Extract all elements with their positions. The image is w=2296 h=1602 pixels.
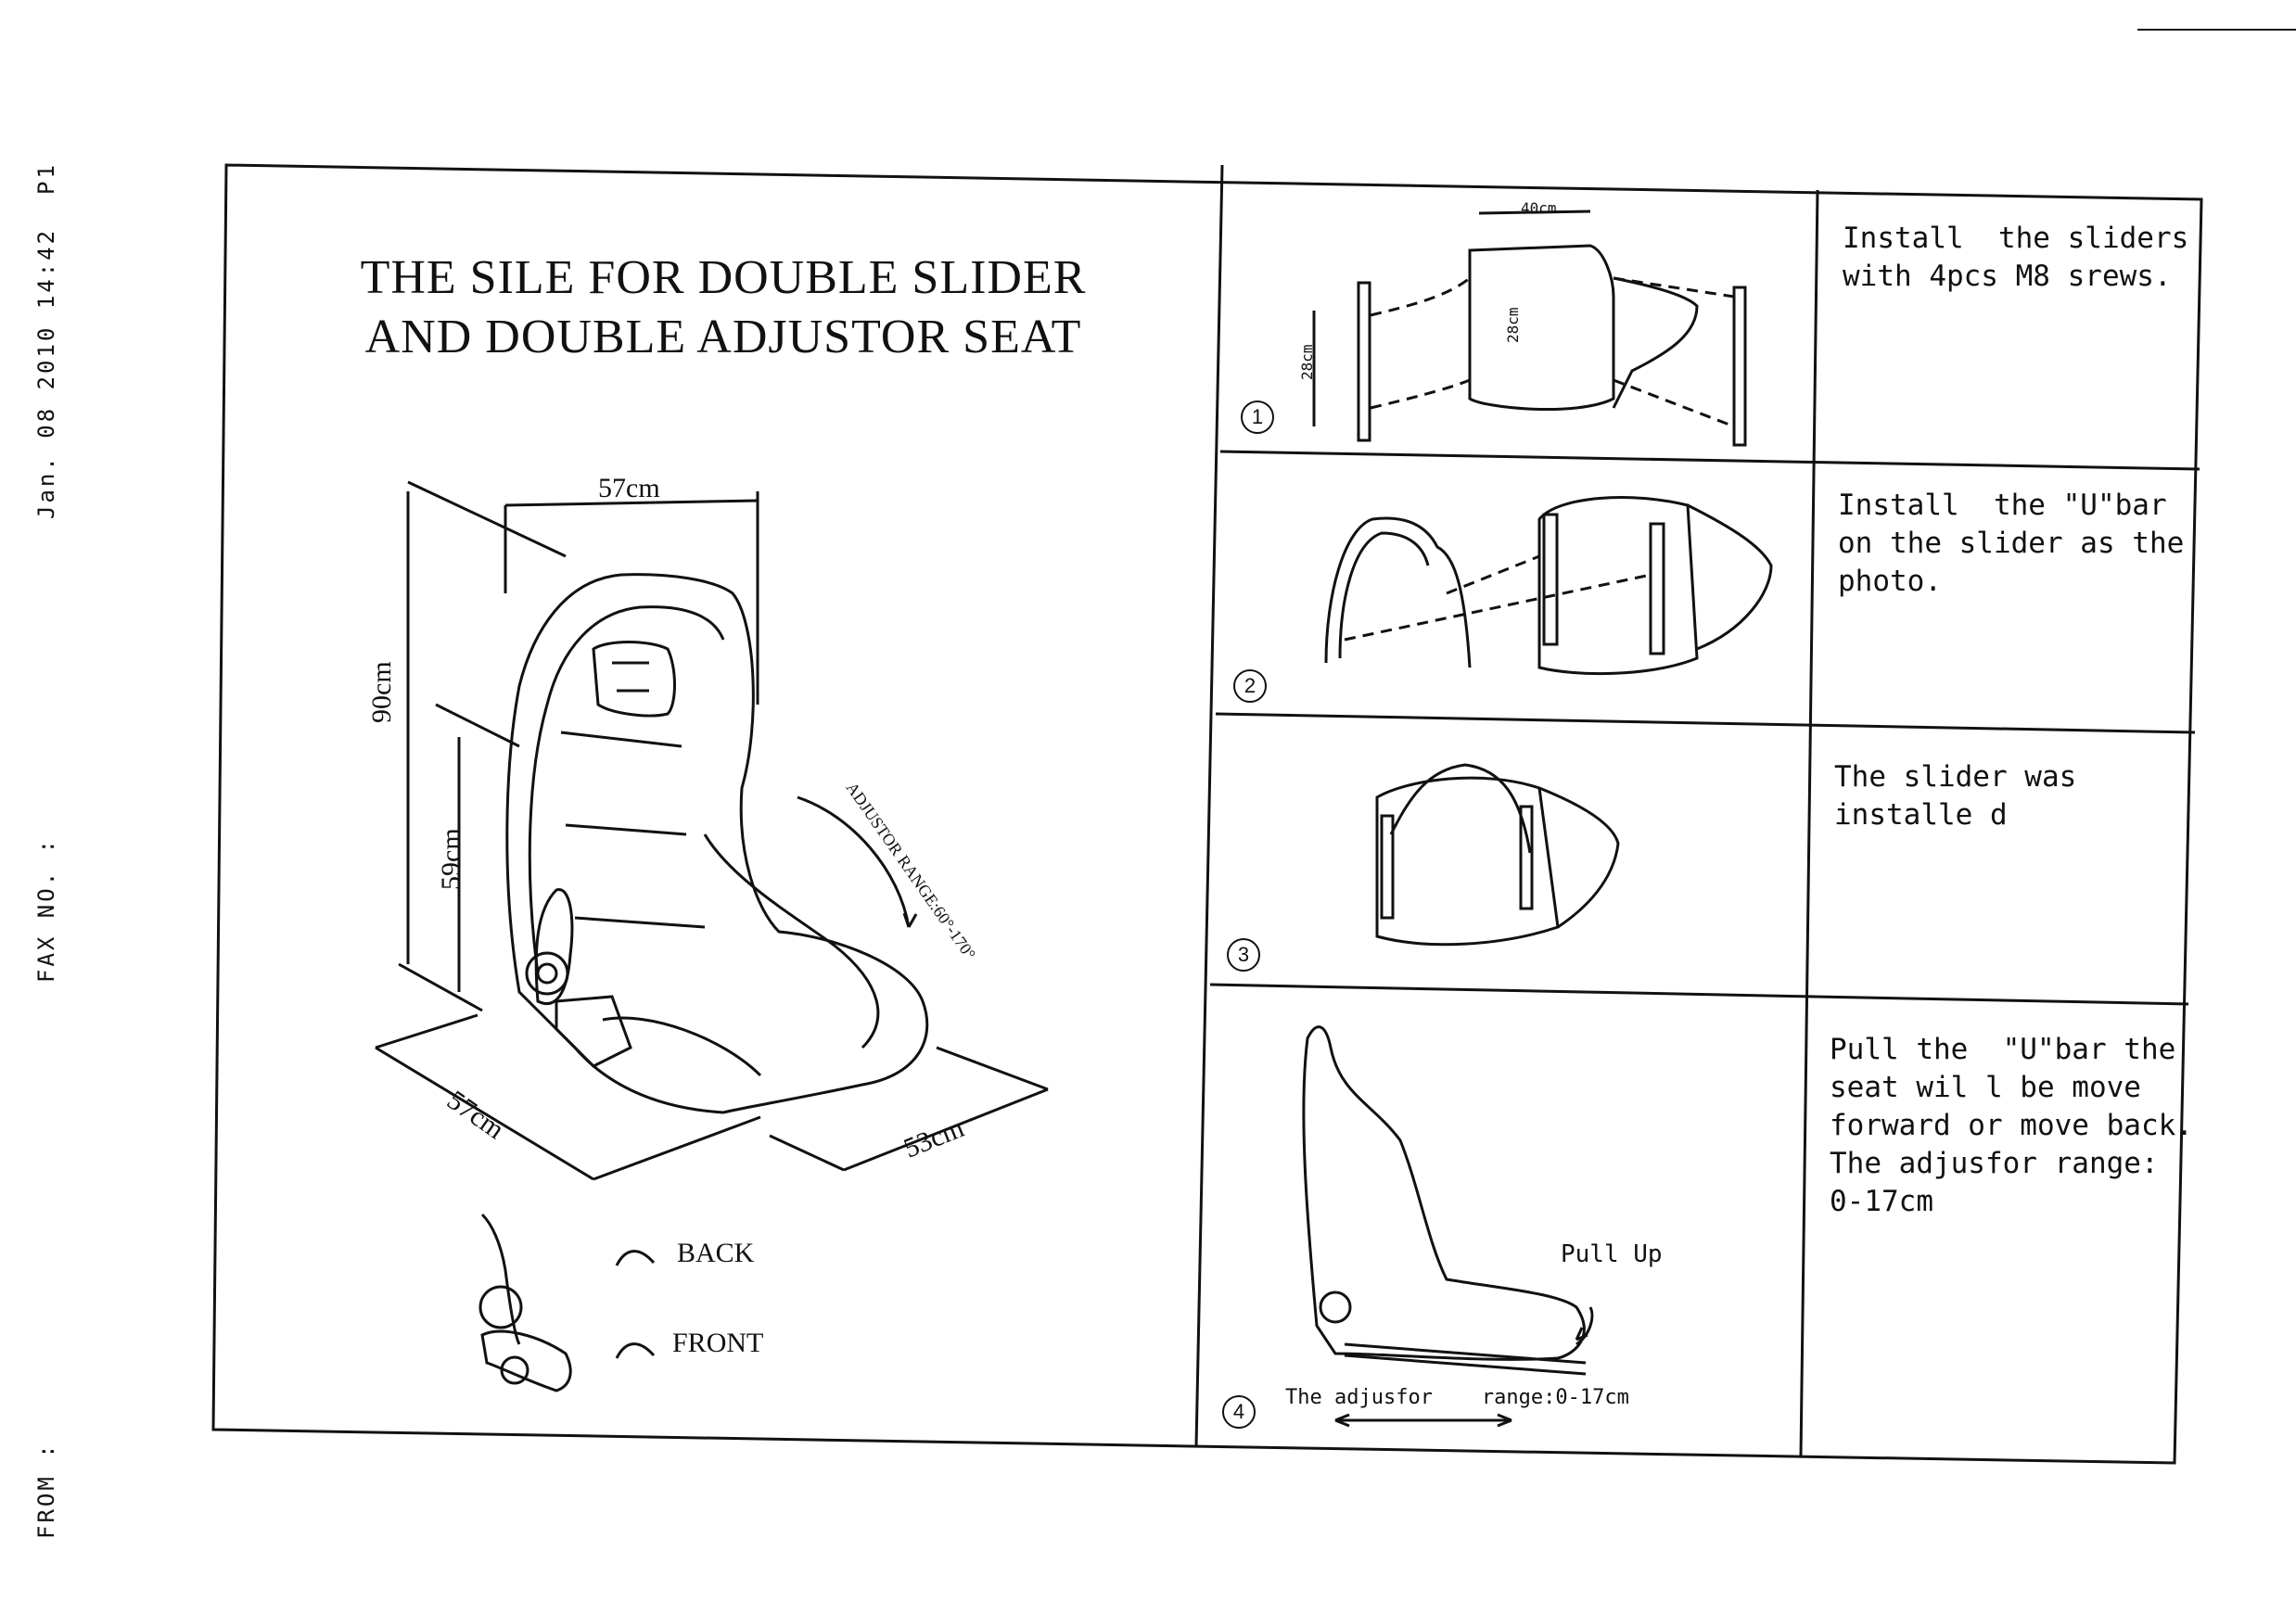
step2-number: 2	[1233, 669, 1267, 703]
back-label: BACK	[677, 1238, 755, 1268]
outer-frame	[211, 163, 2203, 1465]
step4-number: 4	[1222, 1395, 1256, 1429]
lever-drawing	[478, 1213, 656, 1392]
step1-number: 1	[1241, 400, 1274, 434]
title-line-1: THE SILE FOR DOUBLE SLIDER	[360, 251, 1087, 304]
step1-left-dim: 28cm	[1298, 344, 1316, 380]
left-right-divider	[1194, 164, 1224, 1447]
page-title: THE SILE FOR DOUBLE SLIDER AND DOUBLE AD…	[352, 248, 1094, 367]
step3-drawing	[1375, 763, 1620, 947]
step1-text: Install the sliders with 4pcs M8 srews.	[1843, 222, 2189, 293]
title-line-2: AND DOUBLE ADJUSTOR SEAT	[364, 311, 1082, 363]
text-column-divider	[1799, 189, 1819, 1456]
step3-number: 3	[1227, 938, 1260, 972]
step3-text: The slider was installe d	[1834, 760, 2077, 832]
dim-top-width: 57cm	[598, 473, 660, 503]
front-label: FRONT	[672, 1328, 764, 1358]
step2-drawing	[1324, 496, 1773, 676]
adjustor-range-caption: The adjusfor range:0-17cm	[1285, 1386, 1629, 1409]
step4-text: Pull the "U"bar the seat wil l be move f…	[1830, 1033, 2193, 1218]
pull-up-label: Pull Up	[1561, 1240, 1663, 1268]
step1-seat-dim: 28cm	[1504, 307, 1522, 343]
step1-width-dim: 40cm	[1521, 199, 1557, 217]
dim-height-total: 90cm	[366, 661, 397, 723]
seat-drawing	[375, 480, 1049, 1181]
step2-text: Install the "U"bar on the slider as the …	[1838, 489, 2185, 598]
dim-height-back: 59cm	[436, 828, 466, 890]
step1-drawing	[1312, 210, 1747, 447]
step4-drawing	[1302, 1025, 1594, 1428]
